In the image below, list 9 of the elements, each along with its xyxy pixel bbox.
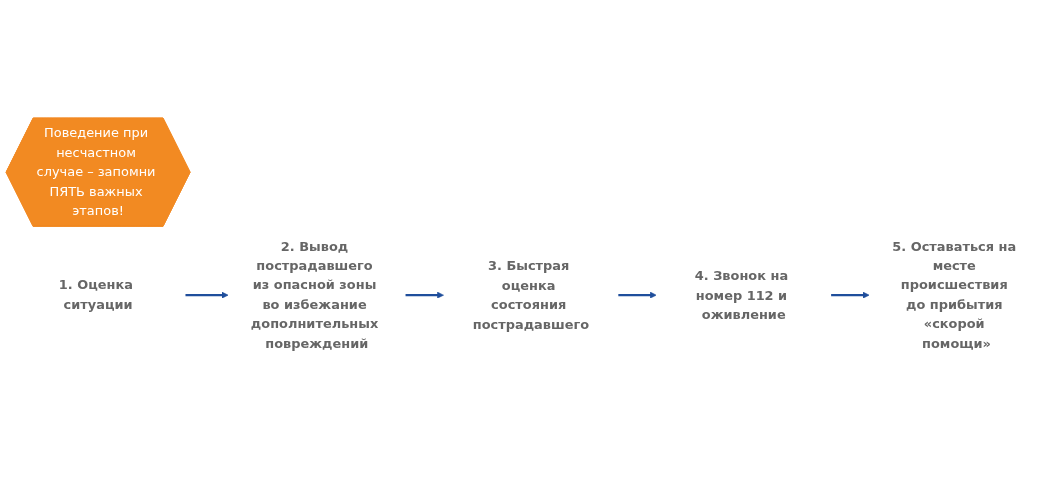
node-text: 1. Оценка ситуации: [58, 276, 133, 312]
arrow: [185, 291, 229, 299]
node-text: 3. Быстрая оценка состояния пострадавшего: [472, 257, 590, 331]
node-text: 5. Оставаться на месте происшествия до прибытия «скорой помощи»: [892, 238, 1017, 351]
node-text: 4. Звонок на номер 112 и оживление: [694, 267, 789, 322]
arrow: [831, 291, 870, 299]
arrow: [618, 291, 657, 299]
arrow: [405, 291, 444, 299]
node-text: 2. Вывод пострадавшего из опасной зоны во избежание дополнительных повреждений: [250, 238, 379, 351]
